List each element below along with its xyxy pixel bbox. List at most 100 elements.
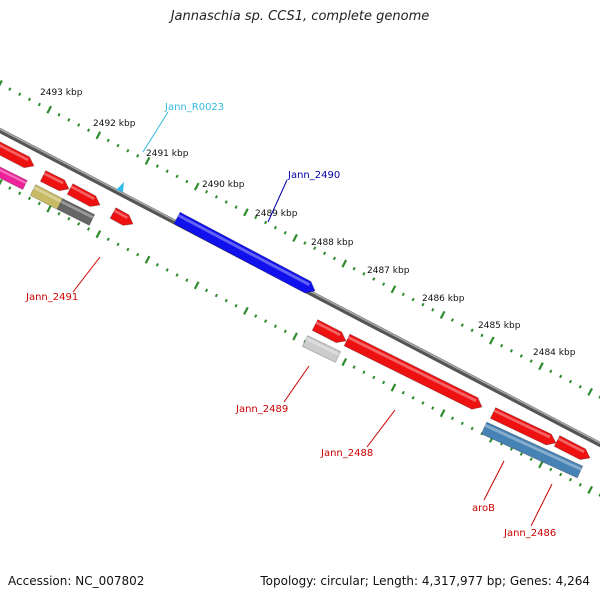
gene-label-arob: aroB [472, 503, 495, 514]
inner-tick [509, 447, 514, 451]
outer-tick [136, 154, 140, 158]
scale-label-2490: 2490 kbp [202, 180, 245, 190]
leader-jann-2486 [530, 483, 553, 527]
outer-tick [243, 208, 249, 217]
inner-tick [77, 222, 81, 226]
inner-tick [519, 452, 523, 456]
inner-tick [136, 252, 140, 257]
outer-tick [323, 251, 327, 256]
gene-left-edge-red[interactable] [0, 141, 35, 169]
outer-tick [341, 259, 348, 268]
outer-tick [144, 156, 151, 166]
leader-jann-2490 [267, 179, 288, 223]
outer-tick [8, 87, 12, 91]
outer-tick [362, 272, 366, 276]
inner-tick [193, 281, 200, 290]
gene-label-jann-2491: Jann_2491 [25, 292, 78, 303]
outer-tick [390, 285, 397, 294]
outer-tick [509, 349, 514, 353]
outer-tick [450, 318, 455, 322]
inner-tick [401, 390, 405, 395]
gene-red-1[interactable] [39, 170, 70, 192]
gene-olive[interactable] [29, 184, 64, 210]
outer-tick [165, 169, 169, 174]
inner-tick [126, 247, 130, 252]
inner-tick [243, 306, 249, 315]
inner-tick [283, 329, 287, 334]
outer-tick [214, 195, 218, 199]
inner-tick [116, 242, 120, 247]
inner-tick [57, 211, 61, 216]
gene-gray-1[interactable] [56, 198, 96, 226]
outer-tick [500, 343, 504, 348]
outer-tick [224, 200, 228, 204]
inner-tick [470, 426, 474, 431]
outer-tick [57, 112, 61, 117]
inner-tick [587, 485, 593, 494]
leader-arob [483, 460, 505, 501]
inner-tick [421, 401, 425, 405]
gene-label-jann-2486: Jann_2486 [503, 528, 556, 539]
gene-red-6[interactable] [553, 435, 591, 461]
accession-text: Accession: NC_007802 [8, 574, 145, 588]
outer-tick [382, 282, 386, 286]
gene-red-4[interactable] [311, 319, 347, 344]
inner-tick [439, 409, 446, 418]
map-title: Jannaschia sp. CCS1, complete genome [170, 9, 430, 24]
gene-jann-2490[interactable] [173, 211, 316, 294]
outer-tick [568, 379, 573, 384]
gene-lightgray-shine [305, 337, 340, 356]
inner-tick [578, 482, 582, 487]
inner-tick [144, 255, 151, 264]
gene-jann-2488[interactable] [343, 333, 483, 410]
gene-olive-shine [33, 186, 62, 203]
outer-tick [431, 307, 435, 312]
inner-tick-row [0, 178, 600, 497]
inner-tick [382, 380, 386, 385]
gene-lightgray[interactable] [301, 335, 342, 363]
outer-tick [538, 362, 544, 371]
outer-tick [263, 220, 268, 225]
gene-gray-1-shine [60, 200, 94, 219]
outer-tick [352, 266, 356, 271]
trna-marker[interactable] [116, 182, 124, 192]
outer-tick [175, 174, 179, 179]
outer-tick [529, 359, 533, 363]
gene-red-2[interactable] [66, 183, 101, 207]
inner-tick [86, 227, 91, 231]
gene-arob[interactable] [480, 421, 584, 479]
outer-tick [313, 246, 317, 250]
outer-tick [46, 105, 53, 114]
outer-tick [470, 328, 474, 333]
scale-label-2488: 2488 kbp [311, 238, 354, 248]
outer-tick [411, 297, 415, 302]
outer-tick [95, 131, 102, 140]
gene-jann-2490-shine [177, 214, 310, 286]
outer-tick [273, 225, 277, 230]
inner-tick [341, 357, 348, 367]
gene-label-jann-r0023: Jann_R0023 [164, 102, 224, 113]
outer-tick [421, 302, 425, 307]
outer-tick [37, 102, 41, 107]
inner-tick [352, 365, 356, 369]
gene-red-5[interactable] [489, 407, 557, 446]
inner-tick [362, 370, 366, 375]
outer-tick [587, 387, 593, 396]
inner-tick [18, 191, 22, 196]
inner-tick [460, 421, 464, 426]
inner-tick [538, 460, 544, 469]
gene-label-jann-2488: Jann_2488 [320, 448, 373, 459]
inner-tick [155, 263, 159, 267]
gene-label-jann-2489: Jann_2489 [235, 404, 288, 415]
inner-tick [273, 324, 277, 329]
inner-tick [263, 319, 268, 323]
leader-jann-2491 [72, 256, 101, 293]
gene-left-magenta[interactable] [0, 166, 28, 191]
gene-red-6-shine [557, 437, 585, 454]
outer-tick-row [0, 79, 600, 399]
outer-tick [116, 143, 120, 148]
gene-red-3[interactable] [109, 207, 134, 226]
leader-jann-r0023 [142, 111, 169, 153]
gene-jann-2488-shine [347, 336, 477, 403]
